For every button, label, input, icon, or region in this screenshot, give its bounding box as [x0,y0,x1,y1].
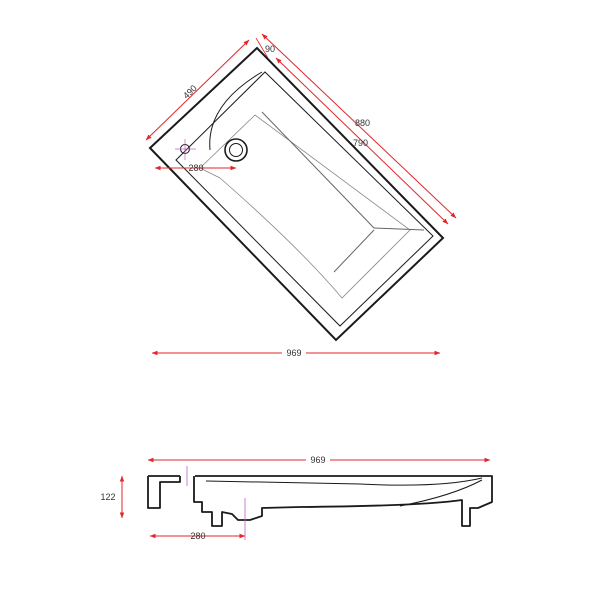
basin-side-profile [147,475,493,527]
dim-280-top-label: 280 [188,163,203,173]
inner-channel-line-bottom [333,229,375,273]
drain-outer [224,138,248,162]
dim-122-label: 122 [100,492,115,502]
basin-side-right-wall [399,479,483,507]
dim-969-side-label: 969 [310,455,325,465]
dim-490-line [145,39,250,141]
dim-790-line [275,57,449,225]
dim-969-side-bg [306,453,330,465]
dim-280-side-label: 280 [190,531,205,541]
inner-channel-line-top [261,111,375,229]
basin-side-inner-curve [205,477,483,486]
dim-490-label: 490 [181,83,199,101]
basin-bowl-outline [199,114,411,299]
dim-969-top-label: 969 [286,348,301,358]
dim-969-top-bg [282,346,306,358]
basin-rim-line [175,71,434,327]
dim-790-label: 790 [353,138,368,148]
dim-880-label: 880 [355,118,370,128]
inner-channel-line-right [373,227,425,231]
drain-inner [229,143,243,157]
side-view: 969 122 280 [100,453,493,541]
top-view: 490 90 880 790 280 969 [145,33,457,358]
